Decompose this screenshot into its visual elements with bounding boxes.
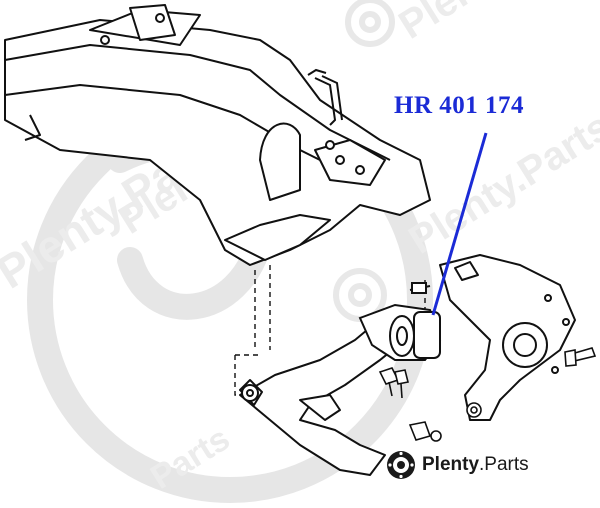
brand-domain: .Parts: [479, 454, 529, 475]
stabilizer-link: [307, 68, 343, 126]
brand-logo: Plenty.Parts: [384, 448, 529, 482]
brand-name: Plenty: [422, 454, 480, 475]
brand-wordmark: Plenty.Parts: [422, 454, 529, 476]
watermark-text: Plenty.Parts: [391, 0, 600, 48]
part-number-callout: HR 401 174: [394, 92, 524, 119]
plenty-parts-logo-icon: [387, 451, 415, 479]
steering-knuckle: [439, 254, 576, 421]
front-subframe: [4, 4, 431, 266]
callout-leader-line: [431, 132, 488, 316]
fastener-bolts: [378, 347, 597, 442]
lower-control-arm: [239, 311, 406, 476]
assembly-guide-lines: [234, 265, 426, 396]
watermark-text: Plenty.Parts: [401, 104, 600, 262]
silent-block-bushing: [358, 282, 442, 361]
